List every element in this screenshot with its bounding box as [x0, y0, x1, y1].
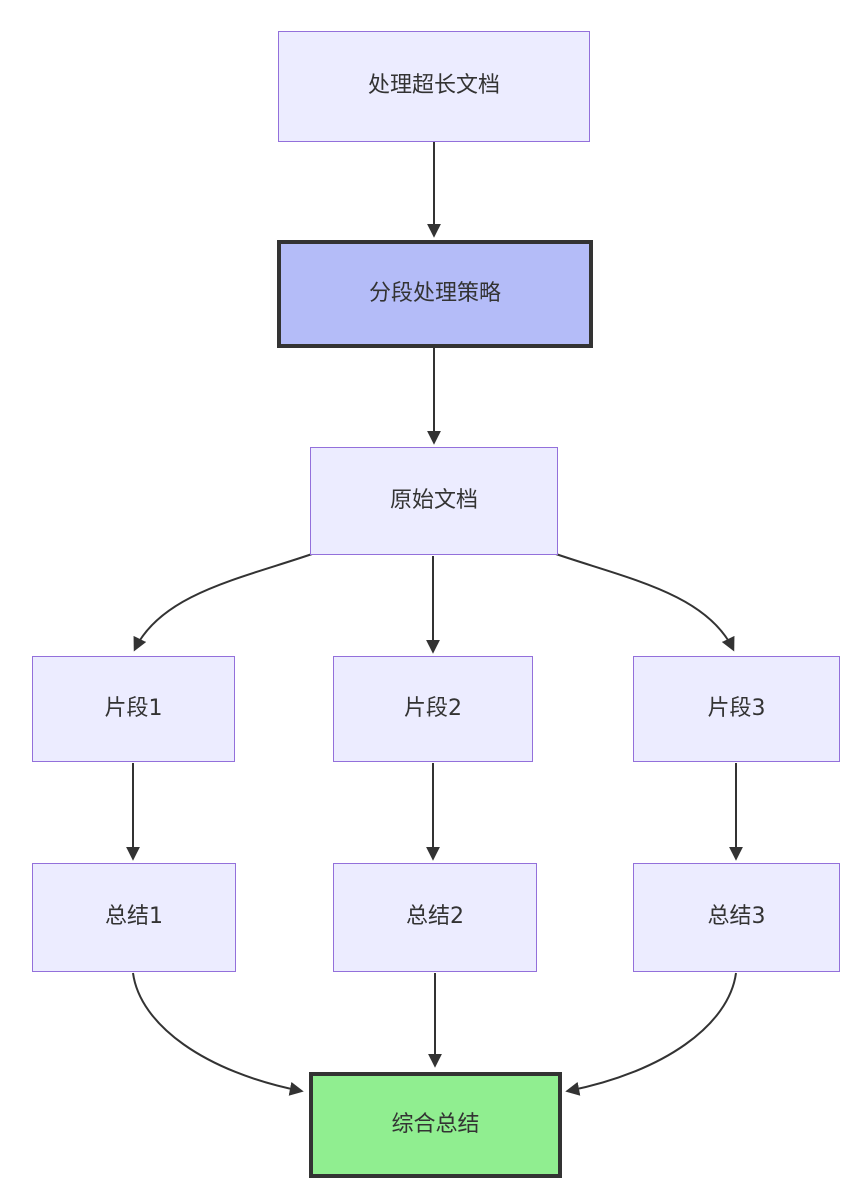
node-combined-summary-label: 综合总结: [391, 1111, 480, 1137]
node-summary-1-label: 总结1: [105, 904, 163, 930]
node-summary-3-label: 总结3: [707, 904, 766, 930]
node-original-doc-label: 原始文档: [389, 487, 478, 513]
node-combined-summary: 综合总结: [309, 1072, 562, 1178]
node-original-doc: 原始文档: [310, 447, 558, 555]
node-fragment-2: 片段2: [333, 656, 533, 762]
node-summary-2: 总结2: [333, 863, 537, 972]
edge-E3-F: [565, 972, 737, 1096]
node-segment-strategy-label: 分段处理策略: [368, 280, 501, 306]
edge-E1-F: [132, 972, 304, 1096]
node-fragment-1: 片段1: [32, 656, 235, 762]
node-summary-1: 总结1: [32, 863, 236, 972]
node-summary-3: 总结3: [633, 863, 840, 972]
edge-C-D1: [133, 552, 316, 652]
node-process-long-doc-label: 处理超长文档: [367, 73, 500, 99]
edge-C-D3: [552, 552, 735, 652]
node-fragment-2-label: 片段2: [404, 695, 462, 721]
node-fragment-3-label: 片段3: [707, 695, 766, 721]
node-fragment-3: 片段3: [633, 656, 840, 762]
node-segment-strategy: 分段处理策略: [277, 240, 593, 348]
node-fragment-1-label: 片段1: [104, 695, 163, 721]
node-process-long-doc: 处理超长文档: [278, 31, 590, 142]
node-summary-2-label: 总结2: [406, 904, 464, 930]
